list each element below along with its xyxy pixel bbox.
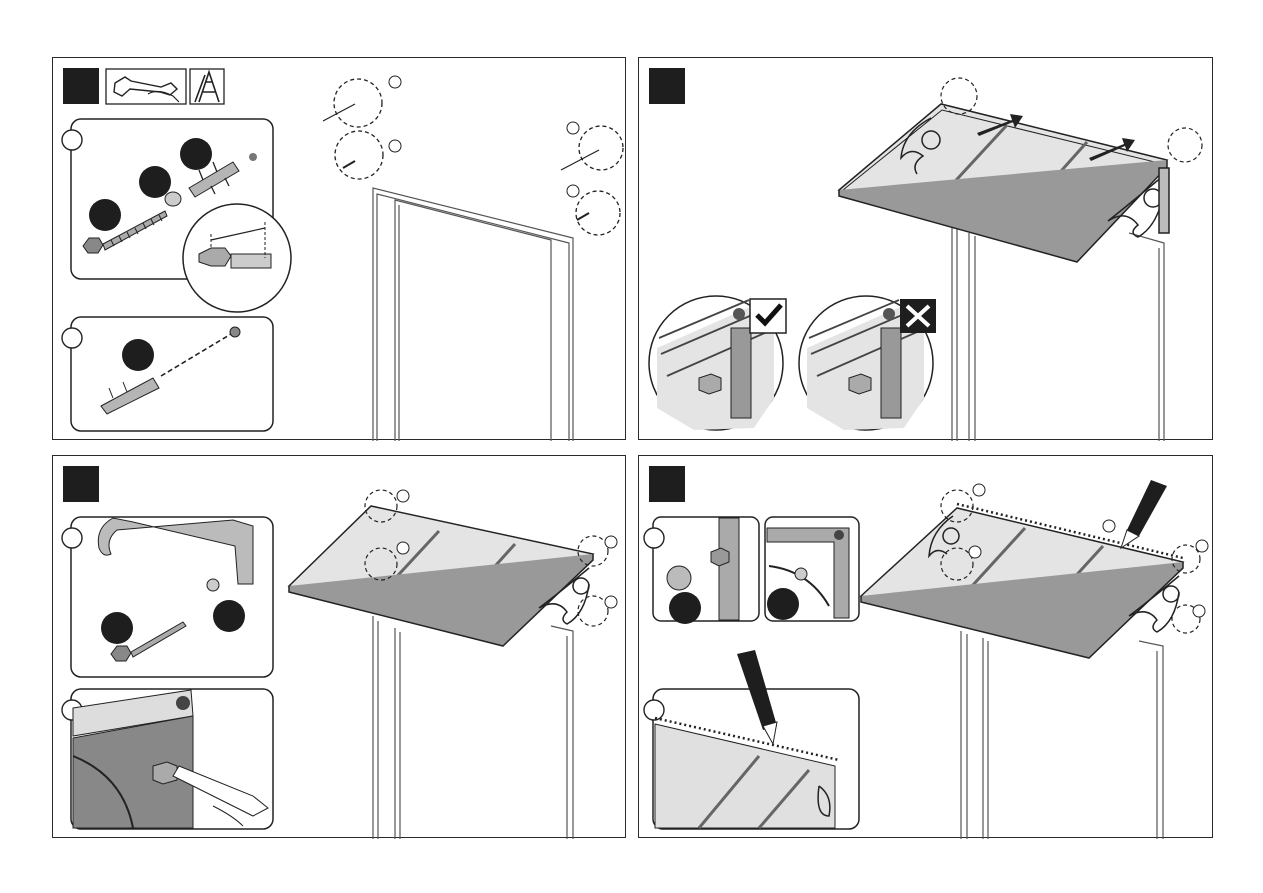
callout-circle-b xyxy=(62,328,82,348)
step-number-badge xyxy=(63,466,99,502)
subpanel-b xyxy=(71,317,273,431)
ladder-icon xyxy=(190,69,224,104)
step-1-illustration xyxy=(53,58,627,441)
door-frame xyxy=(373,188,573,441)
step-3-illustration xyxy=(53,456,627,839)
washer-icon xyxy=(165,192,181,206)
step-4-illustration xyxy=(639,456,1214,839)
step-panel-3 xyxy=(52,455,626,838)
door-frame xyxy=(961,631,1163,839)
wrench-icon xyxy=(106,69,186,104)
subpanel-a xyxy=(653,517,759,621)
cap-icon xyxy=(667,566,691,590)
check-icon xyxy=(750,299,786,333)
step-number-badge xyxy=(63,68,99,104)
washer-icon xyxy=(207,579,219,591)
step-2-illustration xyxy=(639,58,1214,441)
callout-circle-a xyxy=(62,130,82,150)
door-frame xyxy=(373,616,573,839)
sealant-tube-icon xyxy=(1121,480,1167,548)
cross-icon xyxy=(900,299,936,333)
canopy xyxy=(839,104,1167,262)
callout-circle-a xyxy=(644,528,664,548)
canopy xyxy=(289,506,593,646)
callout-circle-a xyxy=(62,528,82,548)
step-panel-2 xyxy=(638,57,1213,440)
step-panel-4 xyxy=(638,455,1213,838)
step-number-badge xyxy=(649,68,685,104)
callout-circle-c xyxy=(644,700,664,720)
step-number-badge xyxy=(649,466,685,502)
step-panel-1 xyxy=(52,57,626,440)
